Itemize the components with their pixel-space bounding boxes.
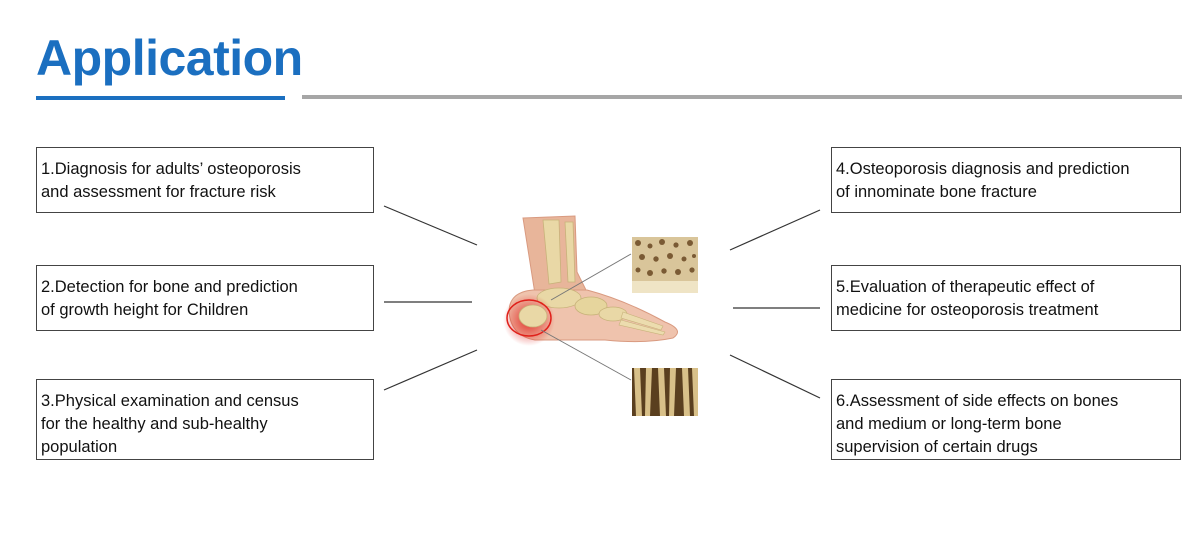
connector-6	[729, 354, 821, 399]
cancellous-bone-sample	[632, 237, 698, 293]
connector-3	[383, 349, 478, 391]
application-box-5: 5.Evaluation of therapeutic effect of me…	[831, 265, 1181, 331]
page-title: Application	[36, 30, 303, 86]
cortical-bone-sample	[632, 368, 698, 416]
application-box-1: 1.Diagnosis for adults’ osteoporosis and…	[36, 147, 374, 213]
foot-bone-illustration	[503, 215, 678, 381]
application-box-6: 6.Assessment of side effects on bones an…	[831, 379, 1181, 460]
application-box-3: 3.Physical examination and census for th…	[36, 379, 374, 460]
title-divider	[302, 95, 1182, 99]
title-underline-accent	[36, 96, 285, 100]
application-box-2: 2.Detection for bone and prediction of g…	[36, 265, 374, 331]
application-box-4: 4.Osteoporosis diagnosis and prediction …	[831, 147, 1181, 213]
connector-1	[383, 205, 478, 246]
connector-4	[729, 209, 821, 251]
